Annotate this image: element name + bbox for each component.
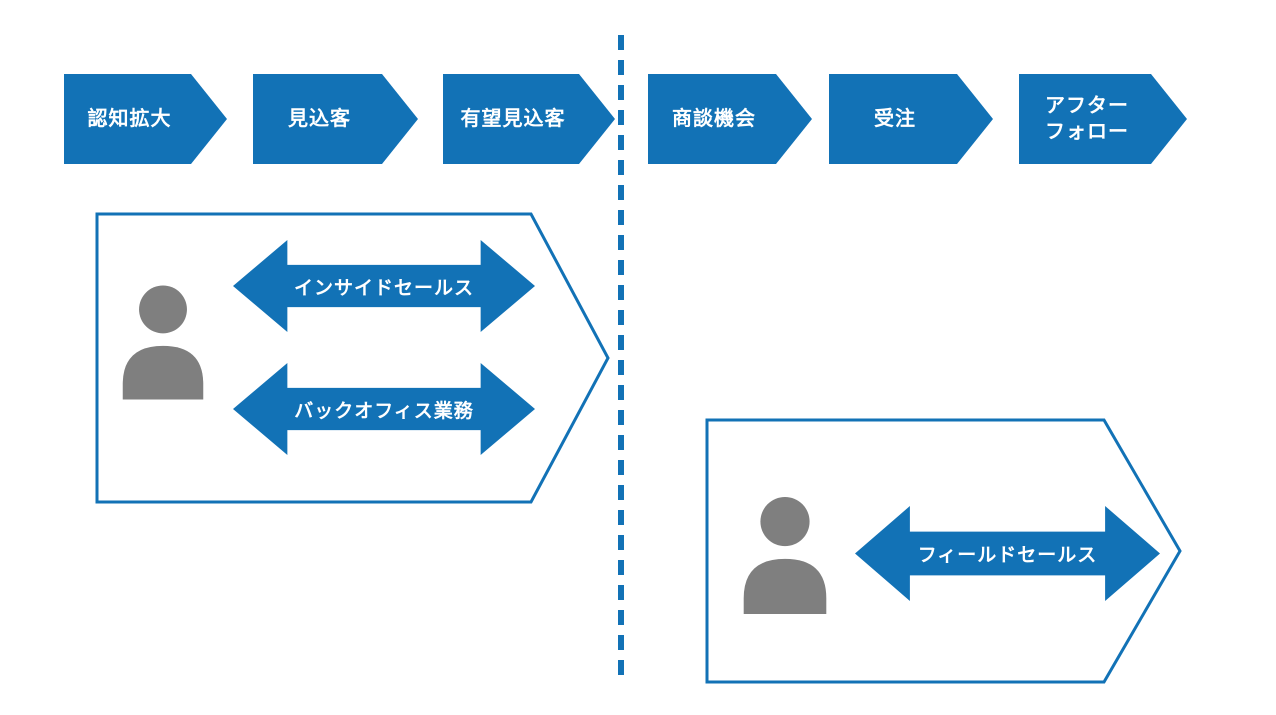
stage-order: 受注: [829, 74, 993, 164]
role-label: フィールドセールス: [917, 545, 1098, 566]
stage-label: 有望見込客: [460, 108, 566, 130]
stage-label: アフター フォロー: [1045, 95, 1129, 143]
person-icon-svg: [122, 285, 204, 400]
field-sales-group: フィールドセールス: [705, 418, 1182, 684]
stage-label: 認知拡大: [87, 108, 172, 130]
role-arrow-back-office: バックオフィス業務: [233, 363, 535, 455]
stage-after-follow: アフター フォロー: [1019, 74, 1187, 164]
stage-opportunity: 商談機会: [648, 74, 812, 164]
person-icon-svg: [743, 496, 827, 614]
stage-qualified-lead: 有望見込客: [443, 74, 615, 164]
role-arrow-field-sales: フィールドセールス: [855, 506, 1160, 601]
phase-divider-dashed-line: [618, 35, 624, 685]
stage-label: 商談機会: [672, 108, 756, 130]
inside-sales-group: インサイドセールス バックオフィス業務: [95, 212, 610, 504]
stage-awareness: 認知拡大: [64, 74, 227, 164]
stage-label: 見込客: [288, 108, 351, 130]
person-icon: [735, 496, 835, 614]
person-icon: [117, 282, 209, 402]
role-arrow-inside-sales: インサイドセールス: [233, 240, 535, 332]
role-label: バックオフィス業務: [294, 400, 474, 422]
role-label: インサイドセールス: [293, 277, 474, 299]
stage-prospect: 見込客: [253, 74, 418, 164]
stage-label: 受注: [874, 108, 916, 130]
